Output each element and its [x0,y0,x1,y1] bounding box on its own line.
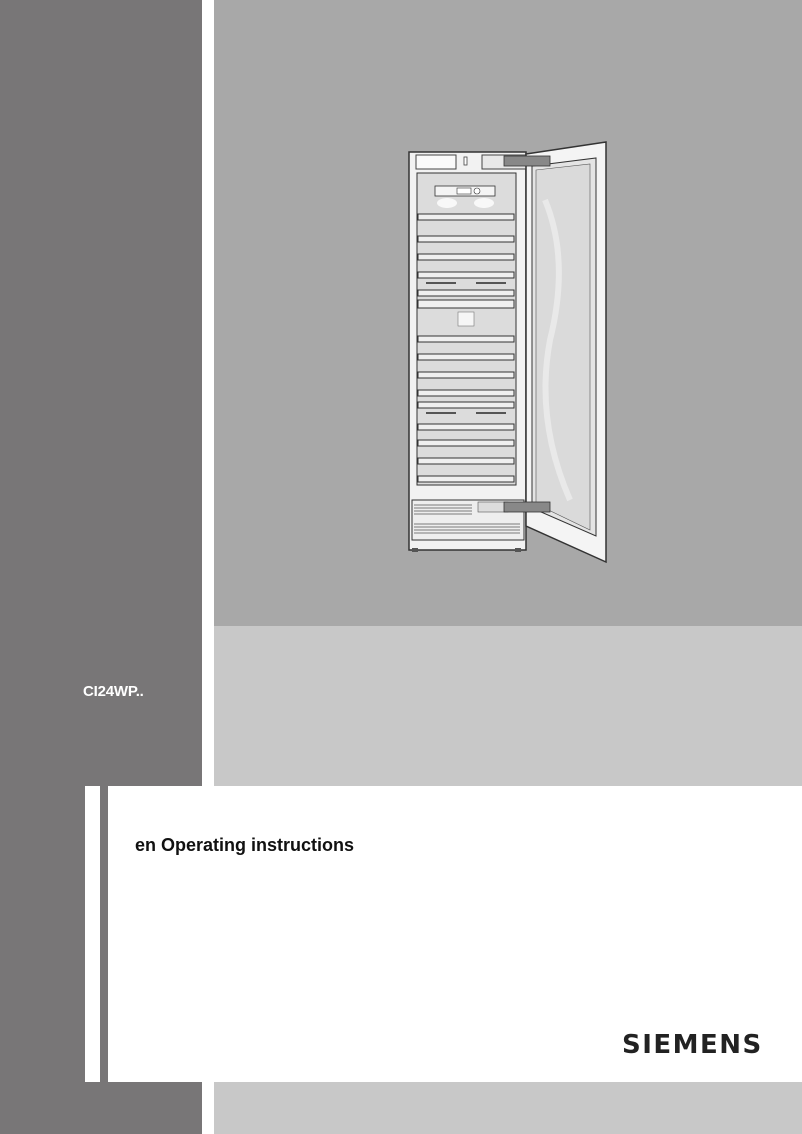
title-box [85,786,802,1082]
accent-bar [100,786,108,1082]
brand-logo: SIEMENS [622,1030,763,1060]
document-title: en Operating instructions [135,835,355,855]
mid-band [214,626,802,786]
model-number: CI24WP.. [83,683,144,700]
accent-gap [85,786,100,1082]
bottom-band [214,1082,802,1134]
refrigerator-illustration-icon [408,141,607,564]
